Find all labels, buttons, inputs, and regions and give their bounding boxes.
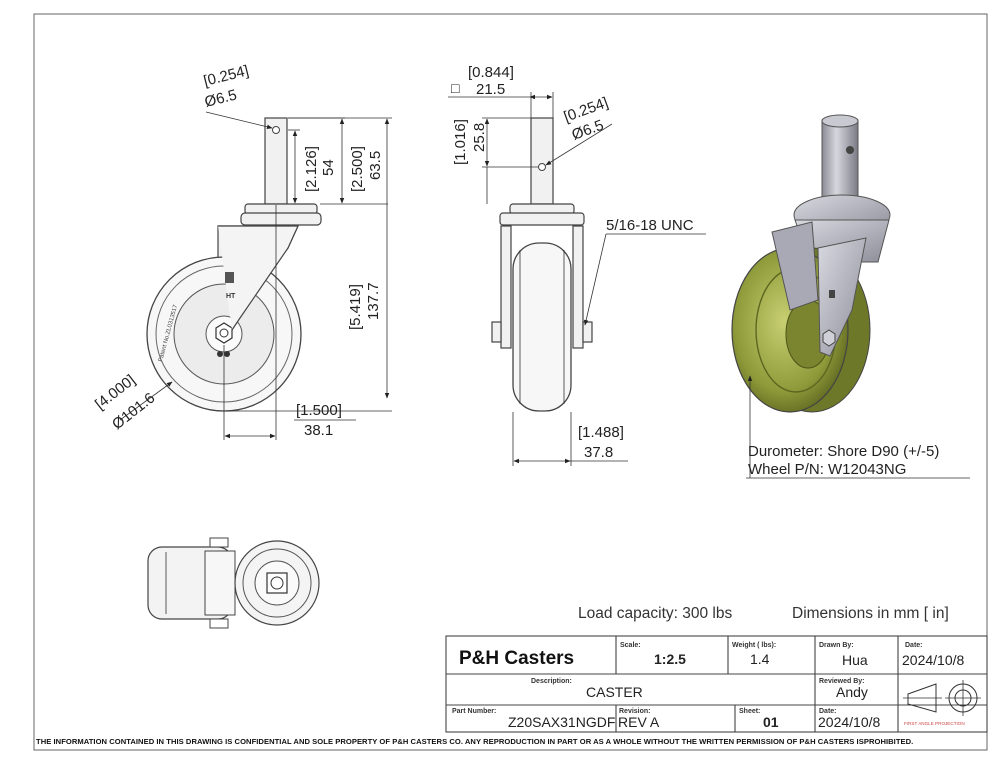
front-view: [0.844] □ 21.5 [1.016] 25.8 [0.254] Ø6.5…	[448, 64, 706, 466]
front-width-dim-mm: 37.8	[584, 444, 613, 461]
front-width-dim-in: [1.488]	[578, 424, 624, 441]
tb-desc-label: Description:	[531, 678, 572, 685]
tb-date2-value: 2024/10/8	[818, 714, 880, 730]
iso-fork-logo	[829, 290, 835, 298]
confidentiality-footer: THE INFORMATION CONTAINED IN THIS DRAWIN…	[36, 737, 914, 746]
side-stem-hole-dim-mm: 54	[320, 159, 337, 176]
tb-reviewed-value: Andy	[836, 684, 868, 700]
side-axle-bolt	[219, 328, 229, 338]
side-dot-right	[224, 351, 230, 357]
front-axle-nut-left	[491, 321, 502, 343]
tb-scale-value: 1:2.5	[654, 651, 686, 667]
front-holepos-dim-mm: 25.8	[471, 123, 488, 152]
side-stem-hole-dim-in: [2.126]	[303, 146, 320, 192]
tb-date-label: Date:	[905, 642, 923, 649]
side-view: HT Patent No.ZL0313517 [0.254] Ø6.5 [2.1…	[92, 62, 392, 440]
tb-date-value: 2024/10/8	[902, 652, 964, 668]
side-stem-dim-mm: 63.5	[367, 151, 384, 180]
sheet-border	[33, 13, 988, 751]
tb-reviewed-label: Reviewed By:	[819, 678, 865, 685]
side-hole-dim-in: [0.254]	[202, 62, 251, 90]
front-holepos-dim-in: [1.016]	[452, 119, 469, 165]
projection-symbol: FIRST ANGLE PROJECTION	[903, 680, 981, 726]
iso-durometer-note: Durometer: Shore D90 (+/-5)	[748, 443, 939, 460]
tb-rev-value: REV A	[618, 714, 660, 730]
top-stem-square	[266, 572, 288, 594]
side-offset-dim-mm: 38.1	[304, 422, 333, 439]
front-stem	[530, 117, 554, 205]
side-offset-dim-in: [1.500]	[296, 402, 342, 419]
tb-company: P&H Casters	[459, 648, 574, 669]
front-square-symbol: □	[451, 80, 460, 96]
iso-fork-left	[771, 221, 819, 311]
side-stem-hole	[272, 126, 280, 134]
title-block: P&H Casters Scale: 1:2.5 Weight ( lbs): …	[445, 635, 988, 733]
load-capacity-note: Load capacity: 300 lbs	[578, 605, 732, 622]
iso-stem-top	[821, 114, 859, 128]
dimensions-unit-note: Dimensions in mm [ in]	[792, 605, 949, 622]
top-view	[147, 537, 320, 629]
side-swivel-plate	[240, 212, 322, 226]
side-total-dim-mm: 137.7	[365, 282, 382, 320]
iso-stem-hole	[846, 146, 854, 154]
tb-date2-label: Date:	[819, 708, 837, 715]
title-block-frame	[445, 635, 988, 733]
projection-label: FIRST ANGLE PROJECTION	[904, 721, 965, 726]
front-hole-leader	[545, 123, 613, 166]
front-wheel	[512, 242, 572, 412]
iso-wheel-pn-note: Wheel P/N: W12043NG	[748, 461, 906, 478]
front-fork-right	[572, 225, 584, 349]
tb-pn-label: Part Number:	[452, 708, 496, 715]
top-stem-circle	[270, 576, 284, 590]
front-thread-leader	[583, 233, 607, 326]
top-fork	[204, 550, 236, 616]
tb-scale-label: Scale:	[620, 642, 641, 649]
projection-cone	[907, 683, 937, 713]
tb-pn-value: Z20SAX31NGDF	[508, 714, 615, 730]
top-swivel-ring	[242, 548, 312, 618]
front-square-dim-in: [0.844]	[468, 64, 514, 81]
side-total-dim-in: [5.419]	[347, 284, 364, 330]
side-dot-left	[217, 351, 223, 357]
side-stem-dim-in: [2.500]	[349, 146, 366, 192]
tb-drawn-label: Drawn By:	[819, 642, 854, 649]
top-nut-top	[209, 537, 229, 548]
iso-fork-right	[817, 237, 867, 357]
side-fork-arm	[218, 225, 299, 331]
front-stem-hole	[538, 163, 546, 171]
tb-sheet-value: 01	[763, 714, 779, 730]
tb-rev-label: Revision:	[619, 708, 651, 715]
side-hole-leader	[205, 111, 273, 129]
iso-axle-nut	[822, 329, 836, 347]
front-axle-nut-right	[582, 321, 593, 343]
side-wheel-mark-ht: HT	[226, 293, 236, 300]
front-swivel-plate	[499, 212, 585, 226]
tb-drawn-value: Hua	[842, 652, 868, 668]
tb-desc-value: CASTER	[586, 684, 643, 700]
side-wheel-leader	[119, 381, 173, 421]
side-logo-mark	[225, 272, 234, 283]
side-hole-dim-mm: Ø6.5	[203, 87, 239, 111]
tb-sheet-label: Sheet:	[739, 708, 760, 715]
front-square-dim-mm: 21.5	[476, 81, 505, 98]
front-fork-left	[500, 225, 512, 349]
iso-view: Durometer: Shore D90 (+/-5) Wheel P/N: W…	[731, 114, 970, 479]
tb-weight-value: 1.4	[750, 651, 770, 667]
front-thread-label: 5/16-18 UNC	[606, 217, 694, 234]
tb-weight-label: Weight ( lbs):	[732, 642, 776, 649]
top-nut-bottom	[209, 618, 229, 629]
